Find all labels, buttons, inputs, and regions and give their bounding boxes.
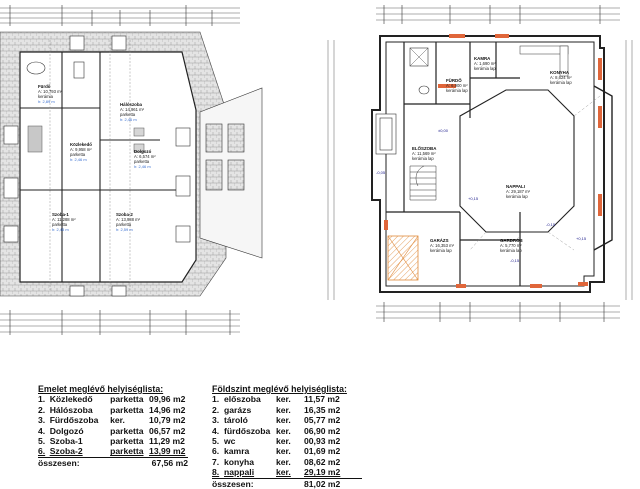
svg-text:A: 6,900 m²: A: 6,900 m²: [446, 83, 468, 88]
upper-room-labels: Fürdő A: 10,793 m² kerámia h: 2,89 m Hál…: [38, 84, 156, 232]
staircase: [409, 165, 437, 201]
room-label-kamra: KAMRA: [474, 56, 491, 61]
level-mark: -0,05: [376, 170, 386, 175]
upper-bottom-dimensions: [0, 310, 240, 335]
room-label-haloszoba: Hálószoba: [120, 102, 143, 107]
svg-text:A: 16,353 m²: A: 16,353 m²: [430, 243, 455, 248]
level-mark: +0,15: [468, 196, 479, 201]
room-label-szoba-2: Szoba-2: [116, 212, 133, 217]
upper-floor-plan: Fürdő A: 10,793 m² kerámia h: 2,89 m Hál…: [0, 5, 263, 335]
svg-text:A: 10,793 m²: A: 10,793 m²: [38, 89, 63, 94]
svg-text:A: 29,187 m²: A: 29,187 m²: [506, 189, 531, 194]
window-markers: [384, 34, 602, 288]
room-label-furdo: Fürdő: [38, 84, 51, 89]
svg-text:kerámia lap: kerámia lap: [500, 248, 522, 253]
svg-text:kerámia lap: kerámia lap: [430, 248, 452, 253]
ground-room-labels: FÜRDŐ A: 6,900 m² kerámia lap KAMRA A: 1…: [412, 56, 572, 253]
svg-text:A: 14,961 m²: A: 14,961 m²: [120, 107, 145, 112]
sink-icon: [73, 61, 85, 79]
svg-text:parketta: parketta: [134, 159, 150, 164]
upper-roof-side: [199, 87, 263, 259]
svg-text:A: 8,624 m²: A: 8,624 m²: [550, 75, 572, 80]
room-label-gardrob: GARDRÓB: [500, 238, 523, 243]
ground-outer-wall: [371, 35, 605, 293]
room-label-furdo-ground: FÜRDŐ: [446, 78, 462, 83]
upper-attic-floor: [19, 51, 197, 283]
ground-floor-plan: FÜRDŐ A: 6,900 m² kerámia lap KAMRA A: 1…: [327, 5, 633, 322]
svg-text:A: 1,690 m²: A: 1,690 m²: [474, 61, 496, 66]
svg-text:kerámia lap: kerámia lap: [412, 156, 434, 161]
room-label-kozlekedo: Közlekedő: [70, 142, 92, 147]
table-total-row: összesen:67,56 m2: [38, 456, 188, 468]
svg-text:parketta: parketta: [120, 112, 136, 117]
table-total-row: összesen:81,02 m2: [212, 477, 362, 489]
room-label-konyha: KONYHA: [550, 70, 570, 75]
floor-plans-drawing: Fürdő A: 10,793 m² kerámia h: 2,89 m Hál…: [0, 5, 633, 335]
svg-text:kerámia: kerámia: [38, 94, 54, 99]
bathtub-icon: [26, 61, 46, 75]
svg-text:parketta: parketta: [70, 152, 86, 157]
room-label-garazs: GARÁZS: [430, 238, 449, 243]
svg-text:A: 11,569 m²: A: 11,569 m²: [412, 151, 436, 156]
ground-bottom-dimensions: [376, 302, 620, 322]
svg-text:kerámia lap: kerámia lap: [506, 194, 528, 199]
svg-text:A: 6,574 m²: A: 6,574 m²: [134, 154, 156, 159]
room-label-szoba-1: Szoba-1: [52, 212, 69, 217]
upper-room-list: Emelet meglévő helyiséglista: 1.Közleked…: [38, 384, 188, 468]
level-mark: -0,15: [510, 258, 520, 263]
svg-text:A: 5,770 m²: A: 5,770 m²: [500, 243, 522, 248]
svg-text:h: 2,89 m: h: 2,89 m: [38, 99, 55, 104]
svg-text:kerámia lap: kerámia lap: [550, 80, 572, 85]
svg-text:parketta: parketta: [116, 222, 132, 227]
level-marks: ±0,00 -0,05 +0,15 -0,15 -0,15 +0,15: [376, 128, 587, 263]
level-mark: +0,15: [576, 236, 587, 241]
svg-text:A: 11,288 m²: A: 11,288 m²: [52, 217, 76, 222]
svg-text:h: 2,45 m: h: 2,45 m: [52, 227, 69, 232]
svg-text:kerámia lap: kerámia lap: [446, 88, 468, 93]
ground-top-dimensions: [376, 5, 620, 24]
svg-text:kerámia lap: kerámia lap: [474, 66, 496, 71]
svg-text:A: 13,988 m²: A: 13,988 m²: [116, 217, 141, 222]
room-label-eloszoba: ELŐSZOBA: [412, 146, 437, 151]
room-label-dolgozo: Dolgozó: [134, 149, 152, 154]
svg-text:h: 2,46 m: h: 2,46 m: [120, 117, 137, 122]
svg-text:A: 9,958 m²: A: 9,958 m²: [70, 147, 92, 152]
svg-text:h: 2,46 m: h: 2,46 m: [70, 157, 87, 162]
level-mark: ±0,00: [438, 128, 449, 133]
level-mark: -0,15: [546, 222, 556, 227]
svg-text:parketta: parketta: [52, 222, 68, 227]
ground-room-list: Földszint meglévő helyiséglista: 1.elősz…: [212, 384, 362, 489]
upper-top-dimensions: [0, 5, 240, 26]
room-label-nappali: NAPPALI: [506, 184, 525, 189]
upper-room-list-title: Emelet meglévő helyiséglista:: [38, 384, 164, 394]
ground-room-list-title: Földszint meglévő helyiséglista:: [212, 384, 347, 394]
svg-text:h: 2,46 m: h: 2,46 m: [134, 164, 151, 169]
toilet-icon: [418, 85, 430, 95]
svg-text:h: 2,59 m: h: 2,59 m: [116, 227, 133, 232]
